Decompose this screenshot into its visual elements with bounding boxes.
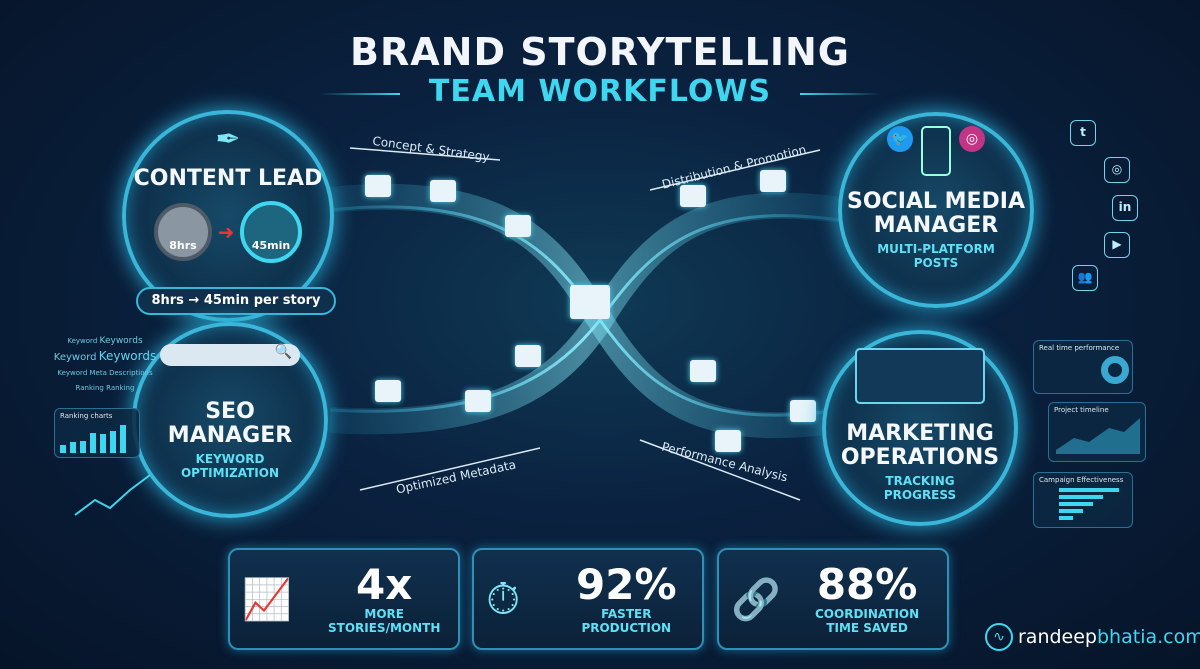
bar-chart-icon [60,423,134,453]
ops-sub-1: TRACKING [885,474,955,488]
keyword: Keywords [98,349,157,363]
video-icon [680,185,706,207]
chat-icon [515,345,541,367]
stat-value: 88% [816,560,918,609]
chat-icon [715,430,741,452]
donut-chart-icon [1101,356,1129,384]
brand-logo: ∿ randeepbhatia.com [985,623,1200,651]
stat-label: TIME SAVED [826,621,908,635]
social-title-1: SOCIAL MEDIA [847,189,1025,214]
ranking-charts-panel: Ranking charts [54,408,140,458]
heartbeat-icon: ∿ [985,623,1013,651]
content-lead-title: CONTENT LEAD [133,166,323,191]
social-platform-icons: 🐦 ◎ [842,126,1030,176]
document-icon [365,175,391,197]
brand-name-b: bhatia.com [1097,626,1200,648]
stat-label: STORIES/MONTH [328,621,441,635]
stat-label: MORE [364,607,404,621]
stat-label: FASTER [601,607,652,621]
chart-icon [790,400,816,422]
seo-sub-2: OPTIMIZATION [180,466,279,480]
social-media-manager-circle: 🐦 ◎ SOCIAL MEDIA MANAGER MULTI-PLATFORM … [838,112,1034,308]
brand-name-a: randeep [1018,626,1097,648]
content-lead-caption: 8hrs → 45min per story [136,287,336,315]
clock-chain-icon: 🔗 [731,576,781,623]
keyword: Keywords [99,336,143,346]
document-icon [375,380,401,402]
document-icon [570,285,610,319]
keyword: Keyword [53,352,97,363]
stat-label: PRODUCTION [581,621,672,635]
seo-title-1: SEO [205,399,255,424]
youtube-icon: ▶ [1104,232,1130,258]
keyword-cloud: Keyword Keywords Keyword Keywords Keywor… [40,334,170,396]
image-icon [505,215,531,237]
keyword: Ranking [75,384,104,392]
seo-title-2: MANAGER [167,423,293,448]
users-icon: 👥 [1072,265,1098,291]
marketing-operations-circle: MARKETING OPERATIONS TRACKING PROGRESS [822,330,1018,526]
document-icon [690,360,716,382]
chat-icon [760,170,786,192]
twitter-icon: 🐦 [887,126,913,152]
dashboard-icon [855,348,985,404]
ops-title-2: OPERATIONS [840,445,1000,470]
stat-value: 4x [356,560,413,609]
trend-line-icon [74,474,151,516]
browser-icon [465,390,491,412]
before-time: 8hrs [169,239,197,252]
title-line-1: BRAND STORYTELLING [350,30,850,74]
panel-title: Ranking charts [60,412,113,420]
seo-manager-circle: 🔍 SEO MANAGER KEYWORD OPTIMIZATION [132,322,328,518]
ops-sub-2: PROGRESS [883,488,957,502]
after-time: 45min [251,239,291,252]
instagram-icon: ◎ [959,126,985,152]
panel-title: Project timeline [1054,406,1109,414]
stat-label: COORDINATION [815,607,920,621]
stopwatch-icon: ⏱ [486,573,521,625]
keyword: Meta Descriptions [89,369,153,377]
panel-title: Real time performance [1039,344,1120,352]
title-line-2: TEAM WORKFLOWS [428,74,772,109]
social-sub-2: POSTS [913,256,959,270]
title-divider-left [320,93,400,95]
horizontal-bar-chart-icon [1059,488,1127,520]
content-lead-circle: ✒ CONTENT LEAD 8hrs ➜ 45min [122,110,334,322]
project-timeline-panel: Project timeline [1048,402,1146,462]
keyword: Keyword [67,337,98,345]
panel-title: Campaign Effectiveness [1039,476,1124,484]
phone-icon [921,126,951,176]
social-title-2: MANAGER [873,213,999,238]
red-arrow-icon: ➜ [217,220,235,244]
fountain-pen-icon: ✒ [215,122,241,157]
seo-sub-1: KEYWORD [195,452,265,466]
ops-title-1: MARKETING [846,421,994,446]
area-chart-icon [1056,418,1140,454]
document-icon [430,180,456,202]
keyword: Keyword [57,369,88,377]
linkedin-icon: in [1112,195,1138,221]
social-sub-1: MULTI-PLATFORM [877,242,995,256]
real-time-performance-panel: Real time performance [1033,340,1133,394]
stopwatch-after: 45min [240,201,302,263]
growth-chart-icon: 📈 [242,576,292,623]
stopwatch-before: 8hrs [154,203,212,261]
stat-value: 92% [576,560,677,609]
campaign-effectiveness-panel: Campaign Effectiveness [1033,472,1133,528]
twitter-icon: t [1070,120,1096,146]
keyword: Ranking [106,384,135,392]
instagram-icon: ◎ [1104,157,1130,183]
search-bar-icon: 🔍 [160,344,300,366]
